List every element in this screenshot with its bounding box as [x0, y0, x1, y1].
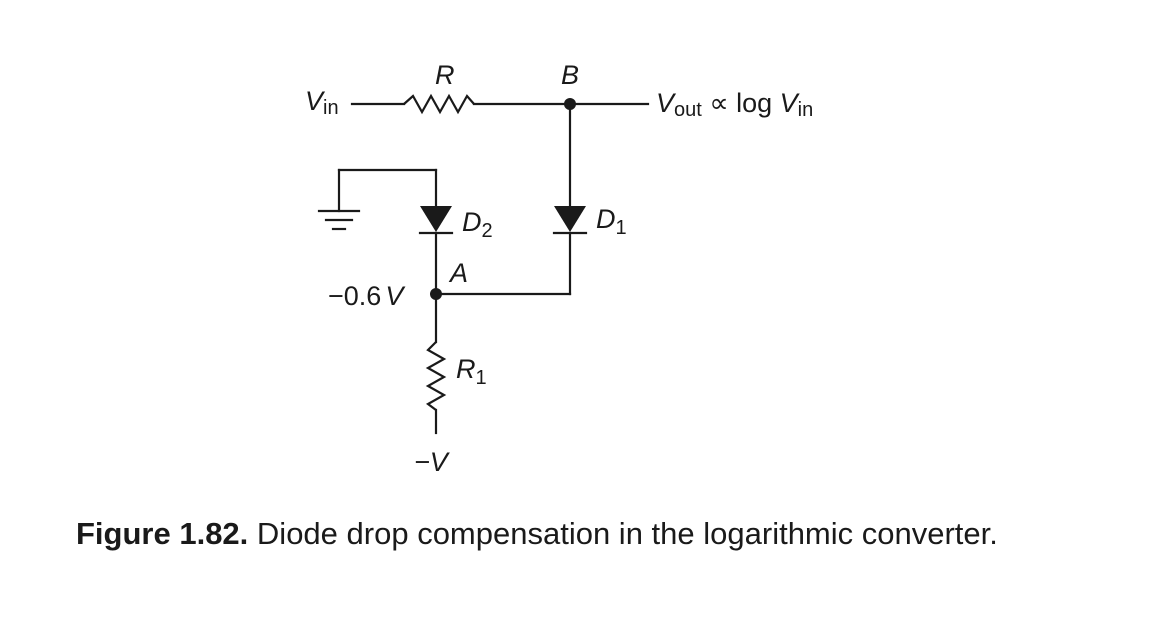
vin-label: Vin — [305, 86, 339, 119]
resistor-r — [403, 93, 475, 115]
r-label: R — [435, 60, 455, 90]
d2-label: D2 — [462, 207, 493, 242]
d1-label: D1 — [596, 204, 627, 239]
r1-label: R1 — [456, 354, 487, 389]
negative-supply-label: −V — [414, 447, 451, 477]
node-b-label: B — [561, 60, 579, 90]
figure-caption-text: Diode drop compensation in the logarithm… — [256, 516, 998, 551]
node-a-label: A — [448, 258, 468, 288]
figure-caption: Figure 1.82. Diode drop compensation in … — [76, 512, 1086, 556]
figure-number: Figure 1.82. — [76, 516, 249, 551]
diode-d2-symbol — [420, 206, 452, 232]
diode-d1-symbol — [554, 206, 586, 232]
resistor-r1 — [425, 341, 447, 411]
vout-label: Vout ∝ log Vin — [656, 88, 813, 121]
